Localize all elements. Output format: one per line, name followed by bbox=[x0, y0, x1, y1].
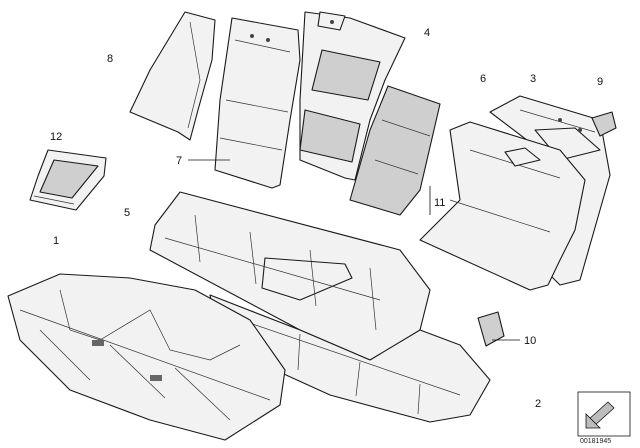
seat-frame-part[interactable] bbox=[7, 273, 286, 441]
trim-cap-part[interactable] bbox=[477, 311, 505, 347]
callout-10: 10 bbox=[524, 335, 536, 347]
callout-1: 1 bbox=[53, 235, 59, 247]
callout-8: 8 bbox=[107, 53, 113, 65]
clip-part[interactable] bbox=[591, 111, 617, 137]
callout-2: 2 bbox=[535, 398, 541, 410]
callout-6: 6 bbox=[480, 73, 486, 85]
side-bolster-left-part[interactable] bbox=[129, 11, 216, 141]
callout-12: 12 bbox=[50, 131, 62, 143]
backrest-panel-right-part[interactable] bbox=[419, 121, 586, 291]
callout-9: 9 bbox=[597, 76, 603, 88]
callout-3: 3 bbox=[530, 73, 536, 85]
armrest-panel-part[interactable] bbox=[349, 85, 441, 216]
seat-cushion-part[interactable] bbox=[149, 191, 431, 361]
backrest-left-part[interactable] bbox=[214, 17, 301, 189]
catalog-code: 00181945 bbox=[580, 438, 611, 445]
lower-cushion-part[interactable] bbox=[209, 294, 491, 423]
callout-11: 11 bbox=[434, 197, 445, 209]
catalog-box: 00181945 bbox=[577, 391, 631, 445]
callout-5: 5 bbox=[124, 207, 130, 219]
callout-7: 7 bbox=[176, 155, 182, 167]
storage-tray-part[interactable] bbox=[29, 149, 107, 211]
callout-4: 4 bbox=[424, 27, 430, 39]
arrow-icon bbox=[585, 401, 615, 429]
backrest-center-part[interactable] bbox=[299, 11, 406, 181]
